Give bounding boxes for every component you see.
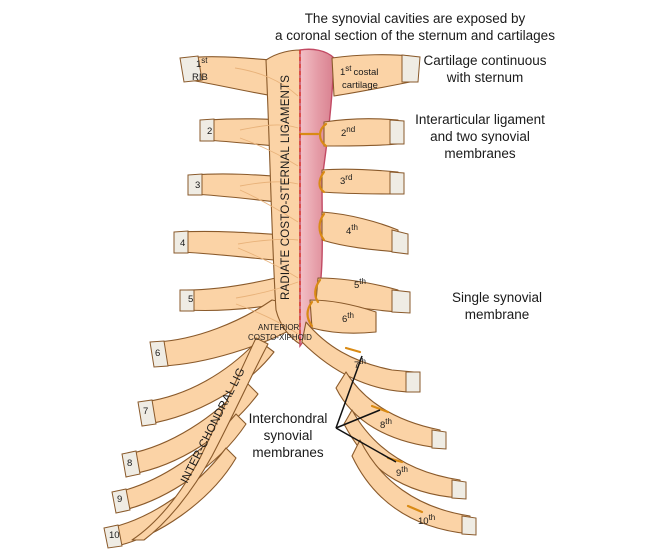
single-synovial-caption: Single synovial membrane [432, 289, 562, 323]
left-rib-number-4: 4 [180, 238, 185, 249]
sternum-left-half [265, 49, 301, 345]
costo-xiphoid-label: COSTO-XIPHOID [248, 333, 312, 342]
left-rib-ends [103, 55, 215, 549]
left-rib-number-3: 3 [195, 180, 200, 191]
left-rib-number-6: 6 [155, 348, 160, 359]
left-rib-number-7: 7 [143, 406, 148, 417]
interchondral-caption-line-2: synovial [263, 428, 313, 443]
left-rib-number-8: 8 [127, 458, 132, 469]
single-caption-line-1: Single synovial [451, 290, 543, 305]
right-cartilage-numbers: 2nd 3rd 4th 5th 6th 7th 8th 9th 10th [340, 125, 435, 527]
right-cartilage-number-2: 2nd [341, 125, 355, 139]
right-cartilage-number-3: 3rd [340, 173, 352, 187]
interchondral-caption: Interchondral synovial membranes [238, 410, 338, 461]
right-cartilage-6 [309, 299, 377, 334]
cartilage-caption-line-2: with sternum [446, 70, 524, 85]
anterior-label: ANTERIOR [258, 323, 300, 332]
interarticular-caption-line-1: Interarticular ligament [415, 112, 545, 127]
left-costal-cartilages [109, 49, 301, 547]
right-cartilage-number-8: 8th [380, 417, 392, 431]
left-rib-number-10: 10 [109, 530, 120, 541]
right-cartilage-number-4: 4th [346, 223, 358, 237]
top-caption-line-1: The synovial cavities are exposed by [304, 11, 526, 26]
synovial-membranes [298, 122, 424, 514]
left-rib-number-9: 9 [117, 494, 122, 505]
right-cartilage-number-7: 7th [354, 357, 366, 371]
first-costal-cartilage-word: cartilage [342, 80, 378, 91]
cartilage-caption-line-1: Cartilage continuous [423, 53, 547, 68]
right-rib-ends [389, 54, 477, 536]
left-rib-numbers: 2 3 4 5 6 7 8 9 10 [109, 126, 212, 541]
right-cartilage-number-9: 9th [396, 465, 408, 479]
left-rib-number-2: 2 [207, 126, 212, 137]
left-costal-margin [131, 337, 269, 541]
radiate-ligaments-label: RADIATE COSTO-STERNAL LIGAMENTS [280, 75, 292, 300]
first-rib-label: 1st [196, 56, 208, 70]
interchondral-caption-line-1: Interchondral [248, 411, 328, 426]
interarticular-caption-line-2: and two synovial [430, 129, 530, 144]
left-cartilage-7 [143, 339, 275, 425]
interchondral-leader-lines [335, 355, 397, 463]
right-cartilage-2 [323, 118, 399, 147]
right-cartilage-number-10: 10th [418, 513, 435, 527]
single-caption-line-2: membrane [464, 307, 530, 322]
left-rib-number-5: 5 [188, 294, 193, 305]
right-cartilage-3 [321, 168, 399, 195]
interarticular-caption-line-3: membranes [444, 146, 516, 161]
top-caption: The synovial cavities are exposed by a c… [250, 10, 580, 44]
cartilage-continuous-caption: Cartilage continuous with sternum [410, 52, 560, 86]
radiate-ligament-fibres [234, 67, 299, 335]
interchondral-caption-line-3: membranes [252, 445, 324, 460]
first-rib-word: RIB [192, 72, 208, 83]
right-cartilage-number-5: 5th [354, 277, 366, 291]
right-cartilage-4 [321, 211, 399, 253]
top-caption-line-2: a coronal section of the sternum and car… [275, 28, 555, 43]
right-cartilage-number-6: 6th [342, 311, 354, 325]
interarticular-caption: Interarticular ligament and two synovial… [400, 111, 560, 162]
